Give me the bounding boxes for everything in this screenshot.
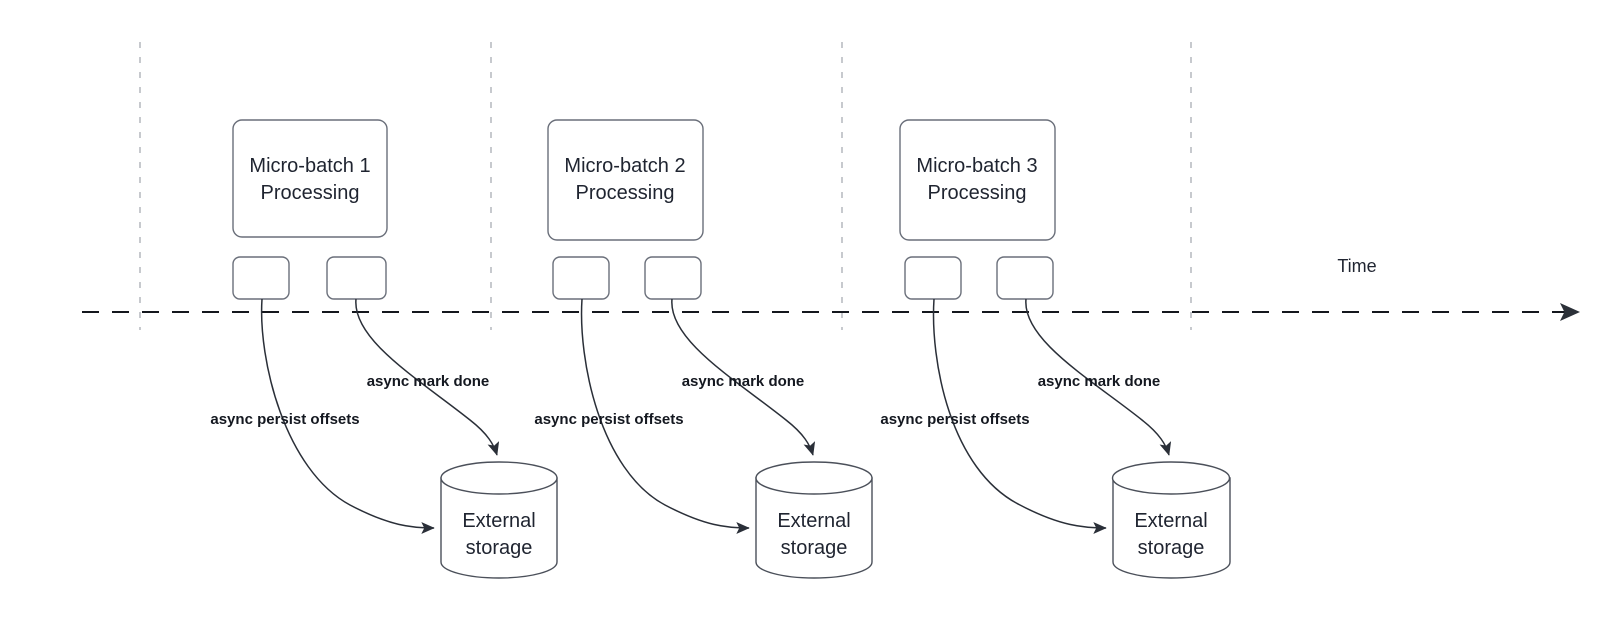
group-1-async-persist-offsets-label: async persist offsets xyxy=(210,411,359,428)
group-3-task-box-a[interactable] xyxy=(904,256,962,300)
group-3-async-persist-offsets-label: async persist offsets xyxy=(880,411,1029,428)
micro-batch-2-processing-box[interactable] xyxy=(547,119,704,241)
group-2-task-box-b[interactable] xyxy=(644,256,702,300)
time-axis-label: Time xyxy=(1337,256,1376,276)
group-3-external-storage[interactable] xyxy=(1111,461,1231,579)
group-3-task-box-b[interactable] xyxy=(996,256,1054,300)
group-1-task-box-b[interactable] xyxy=(326,256,387,300)
group-1-async-mark-done-arrow xyxy=(355,298,500,456)
group-1-async-persist-offsets-arrow xyxy=(260,298,435,534)
micro-batch-3-processing-label-line2: Processing xyxy=(928,182,1027,204)
gridlines xyxy=(139,42,1192,330)
group-1-task-box-a[interactable] xyxy=(232,256,290,300)
group-1-external-storage-label-line1: External xyxy=(462,510,535,532)
group-2-external-storage-label-line2: storage xyxy=(781,537,848,559)
micro-batch-2-processing-label-line2: Processing xyxy=(576,182,675,204)
group-2-async-persist-offsets-arrow xyxy=(580,298,750,534)
group-2-external-storage-label-line1: External xyxy=(777,510,850,532)
group-2-task-box-a[interactable] xyxy=(552,256,610,300)
group-3-external-storage-label-line2: storage xyxy=(1138,537,1205,559)
group-3-async-mark-done-label: async mark done xyxy=(1038,373,1161,390)
group-2-external-storage[interactable] xyxy=(755,461,873,579)
group-1-external-storage-label-line2: storage xyxy=(466,537,533,559)
micro-batch-3-processing-label-line1: Micro-batch 3 xyxy=(916,155,1037,177)
micro-batch-3-processing-box[interactable] xyxy=(899,119,1056,241)
micro-batch-1-processing-box[interactable] xyxy=(232,119,388,238)
micro-batch-1-processing-label-line1: Micro-batch 1 xyxy=(249,155,370,177)
group-3-async-persist-offsets-arrow xyxy=(932,298,1107,534)
group-2-async-mark-done-arrow xyxy=(671,298,816,456)
micro-batch-2-processing-label-line1: Micro-batch 2 xyxy=(564,155,685,177)
group-1-async-mark-done-label: async mark done xyxy=(367,373,490,390)
group-2-async-mark-done-label: async mark done xyxy=(682,373,805,390)
group-1: Micro-batch 1 Processing async persist o… xyxy=(210,119,558,579)
group-1-external-storage[interactable] xyxy=(440,461,558,579)
group-2-async-persist-offsets-label: async persist offsets xyxy=(534,411,683,428)
group-3-external-storage-label-line1: External xyxy=(1134,510,1207,532)
micro-batch-1-processing-label-line2: Processing xyxy=(261,182,360,204)
group-2: Micro-batch 2 Processing async persist o… xyxy=(534,119,873,579)
group-3-async-mark-done-arrow xyxy=(1025,298,1172,456)
group-3: Micro-batch 3 Processing async persist o… xyxy=(880,119,1231,579)
